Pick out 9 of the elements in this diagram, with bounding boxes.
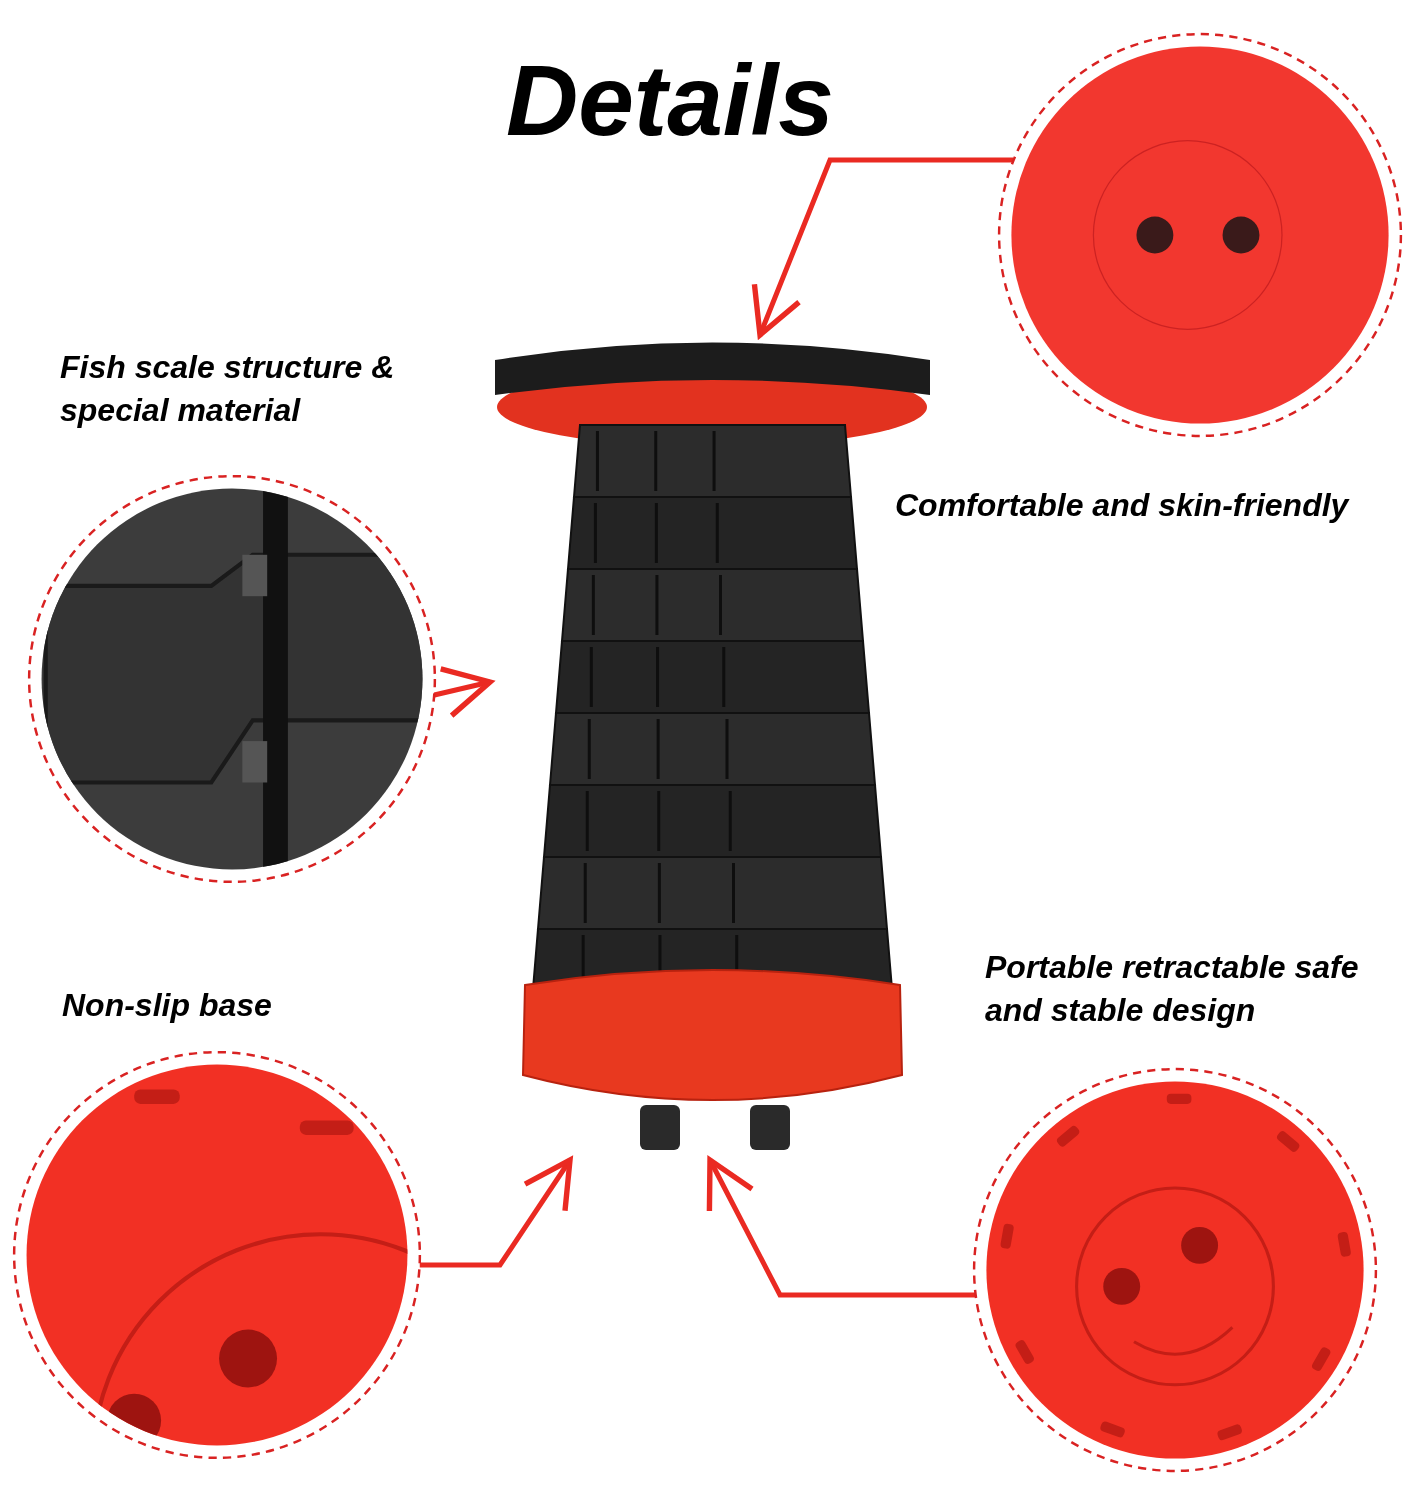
arrow bbox=[751, 157, 1014, 338]
feature-caption: Portable retractable safe and stable design bbox=[985, 948, 1360, 1031]
feature-caption: Comfortable and skin-friendly bbox=[895, 486, 1351, 525]
arrow bbox=[433, 666, 493, 719]
feature-caption: Non-slip base bbox=[62, 986, 273, 1025]
feature-caption: Fish scale structure & special material bbox=[60, 348, 396, 431]
arrow bbox=[419, 1157, 573, 1268]
arrow bbox=[706, 1157, 976, 1298]
title: Details bbox=[505, 43, 835, 158]
